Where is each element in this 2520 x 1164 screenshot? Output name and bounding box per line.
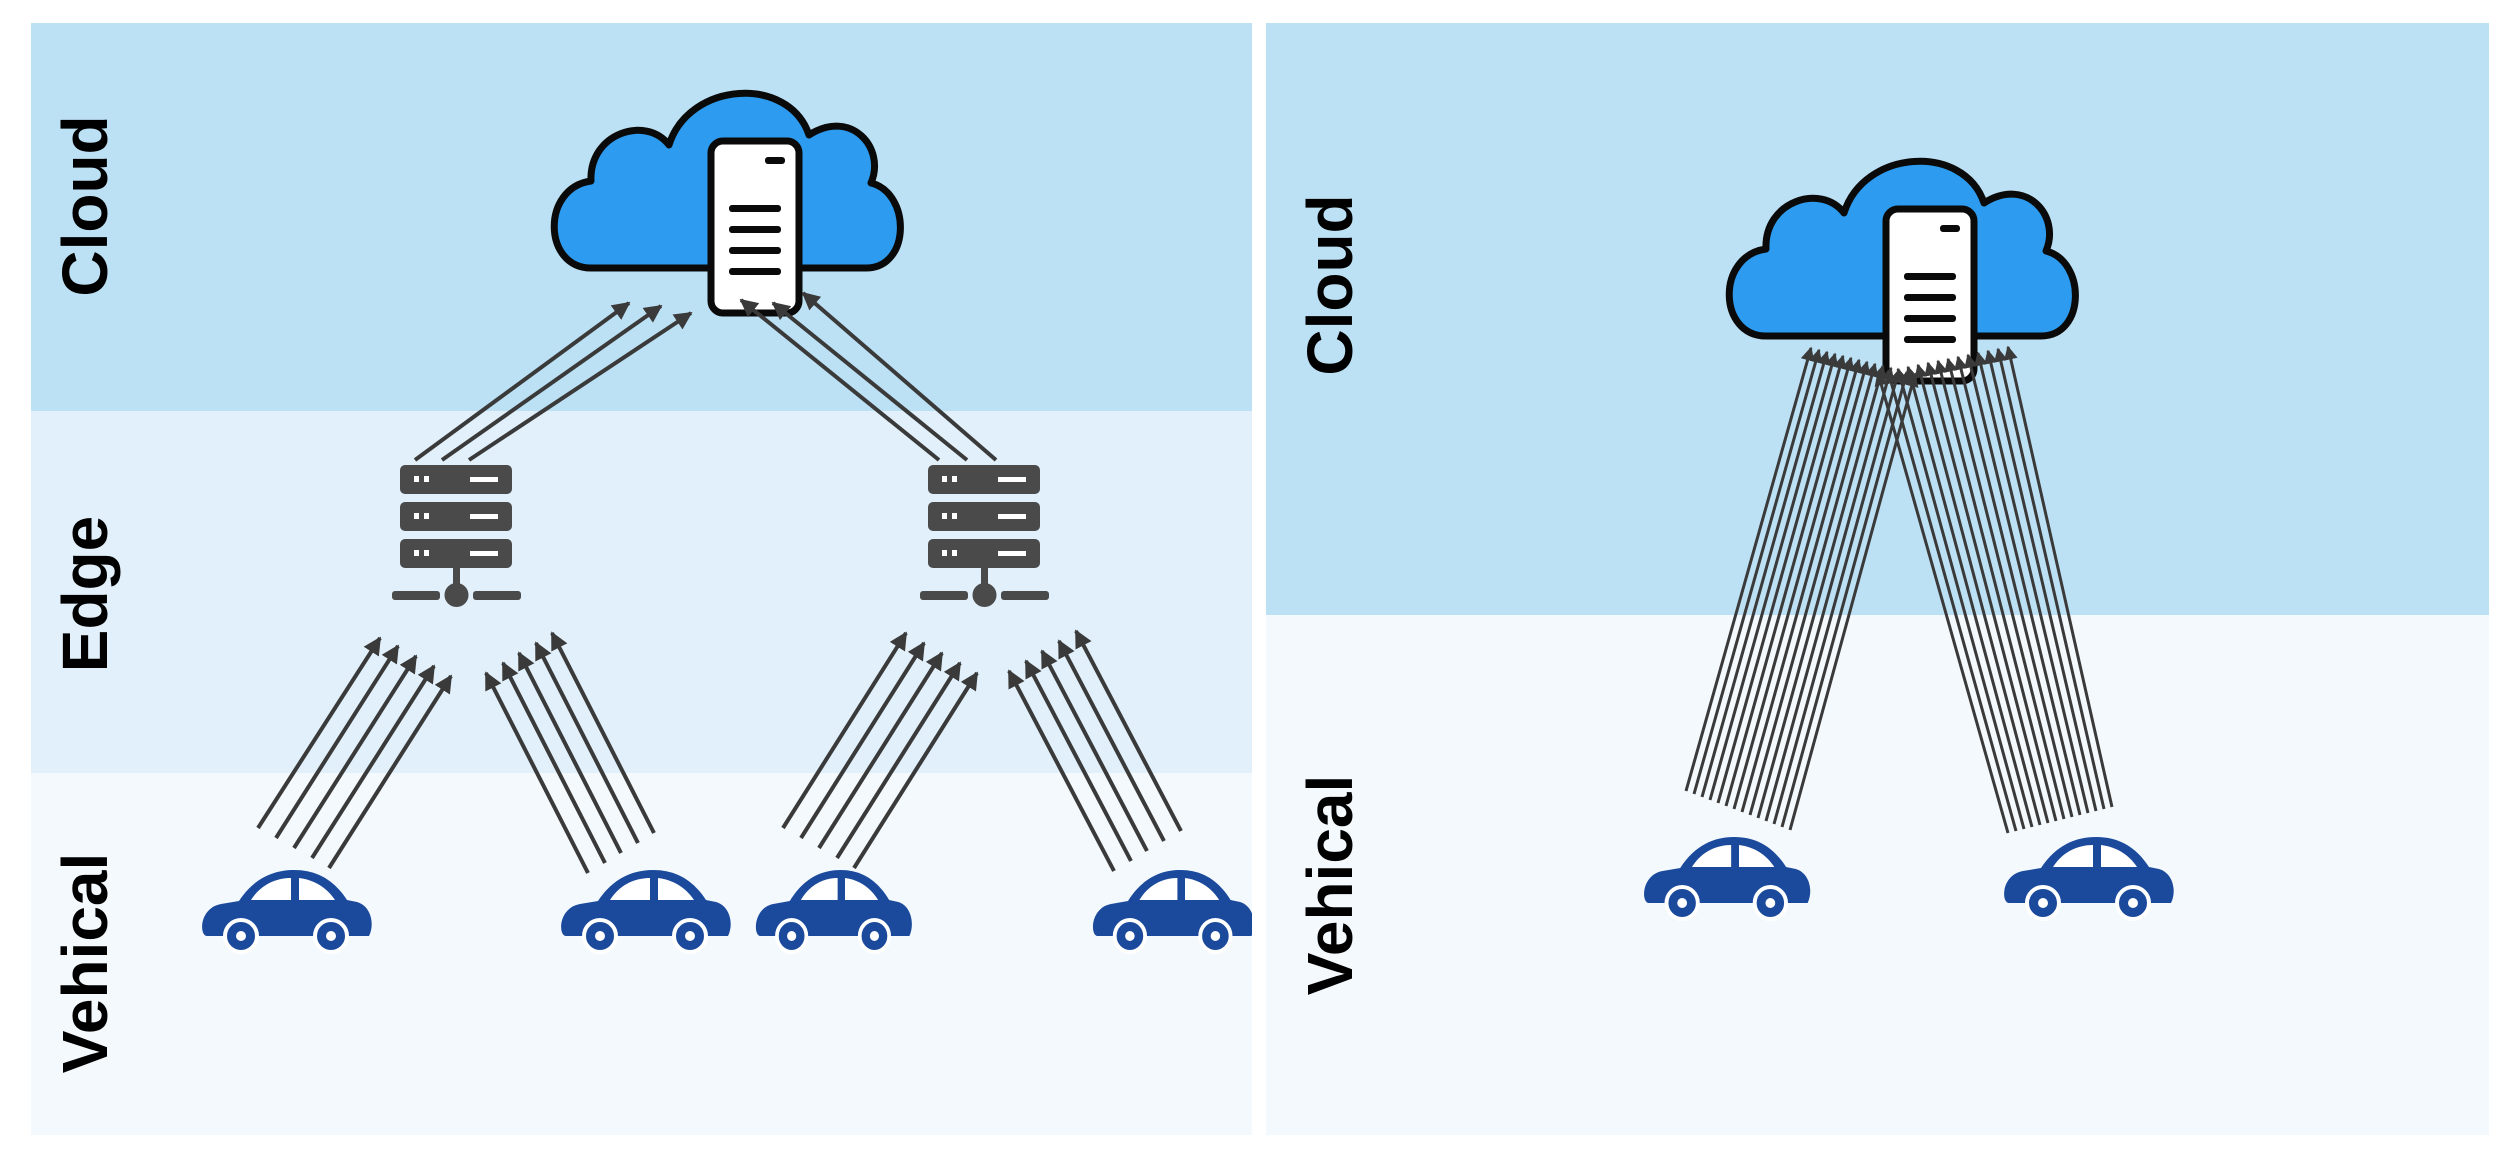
car-icon: [1644, 837, 1811, 921]
vehicle-to-edge-arrows: [781, 629, 1183, 872]
edge-server-icon: [392, 465, 521, 607]
vehicle-layer-band: [31, 773, 1252, 1135]
vehicle-to-cloud-arrows: [1874, 345, 2114, 834]
vehicle-to-edge-arrows: [256, 631, 656, 874]
car-icon: [755, 870, 912, 954]
vehicle-layer-band: [1266, 615, 2489, 1135]
cloud-server-icon: [1725, 157, 2079, 385]
car-icon: [202, 870, 372, 954]
edge-to-cloud-arrows: [413, 291, 998, 462]
left-diagram-graphics: [202, 89, 1252, 954]
car-icon: [561, 870, 731, 954]
car-icon: [2004, 837, 2174, 921]
vehicle-to-cloud-arrows: [1684, 346, 1919, 831]
cloud-vehicle-panel: Cloud Vehical: [1266, 23, 2489, 1135]
edge-layer-band: [31, 411, 1252, 773]
cloud-server-icon: [550, 89, 904, 317]
edge-server-icon: [920, 465, 1049, 607]
car-icon: [1092, 870, 1252, 954]
cloud-edge-vehicle-panel: Cloud Edge Vehical: [31, 23, 1252, 1135]
right-diagram-graphics: [1644, 157, 2174, 921]
